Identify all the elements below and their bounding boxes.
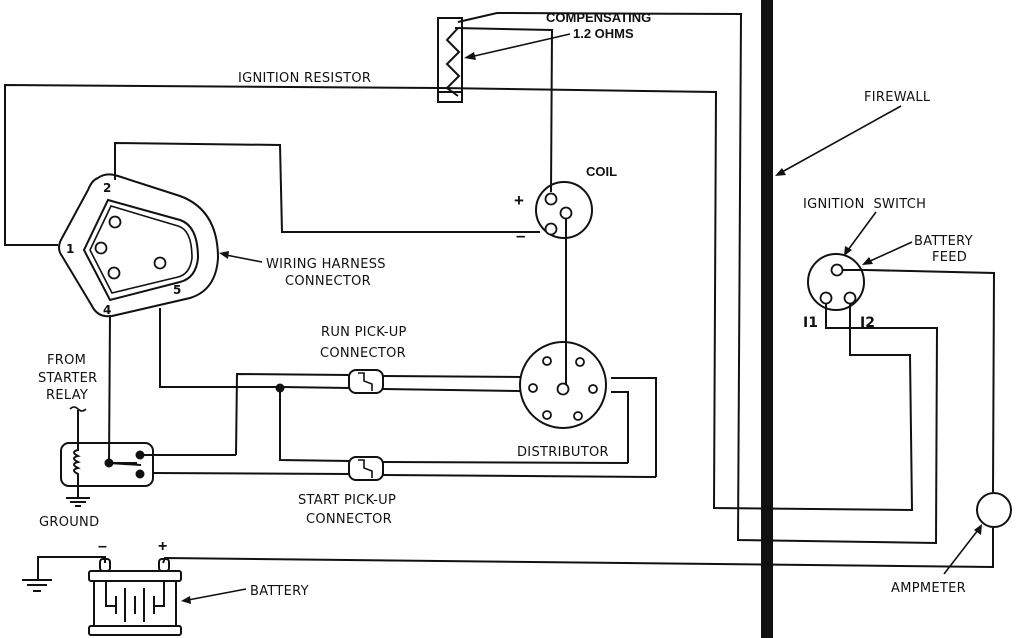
switch-terminal-i1-label: I1: [803, 315, 818, 331]
firewall-pointer-arrow: [775, 105, 902, 176]
coil-plus-label: +: [514, 191, 524, 210]
distributor: [519, 341, 607, 429]
battery-label: BATTERY: [250, 584, 309, 599]
battery-ground-icon: [22, 579, 52, 592]
compensating-resistor: [437, 17, 463, 103]
firewall-label: FIREWALL: [864, 90, 931, 105]
wire-resistor-top: [457, 11, 939, 545]
ignition-resistor-label: IGNITION RESISTOR: [238, 71, 371, 86]
coil-minus-label: –: [516, 226, 525, 245]
from-starter-label-line1: FROM: [47, 353, 86, 368]
ignition-switch: [807, 253, 866, 311]
battery-feed-pointer-arrow: [862, 241, 913, 265]
harness-pointer-arrow: [219, 251, 263, 263]
starter-relay: [60, 442, 154, 487]
wire-pin4-relay: [108, 314, 111, 464]
battery-feed-label-line2: FEED: [932, 250, 967, 265]
compensating-label: COMPENSATING 1.2 OHMS: [464, 10, 651, 60]
start-pickup-label-line1: START PICK-UP: [298, 493, 396, 508]
firewall-bar: [761, 0, 773, 638]
harness-pin-5: 5: [173, 283, 181, 297]
svg-text:COMPENSATING: COMPENSATING: [546, 10, 651, 25]
harness-label-line2: CONNECTOR: [285, 274, 371, 289]
wire-distributor-loop-inner: [611, 391, 629, 463]
wire-ignition-resistor: [4, 83, 914, 512]
switch-terminal-i2-label: I2: [860, 315, 875, 331]
wire-pin5-pickup: [159, 308, 282, 388]
ampmeter-label: AMPMETER: [891, 581, 966, 596]
relay-ground-icon: [66, 497, 90, 507]
harness-pin-4: 4: [103, 303, 111, 317]
wire-coil-negative: [114, 141, 540, 233]
battery-feed-label-line1: BATTERY: [914, 234, 973, 249]
run-pickup-label-line1: RUN PICK-UP: [321, 325, 407, 340]
ignition-switch-label: IGNITION SWITCH: [803, 197, 926, 212]
battery-minus-label: –: [98, 538, 107, 555]
ampmeter-pointer-arrow: [943, 524, 982, 575]
start-pickup-connector: [348, 456, 384, 481]
harness-pin-1: 1: [66, 242, 74, 256]
wire-battery-negative: [37, 556, 106, 580]
battery: [88, 558, 182, 636]
ground-label: GROUND: [39, 515, 99, 530]
wire-distributor-loop-outer: [611, 377, 657, 477]
wire-start-pickup-bottom-right: [382, 474, 657, 478]
wire-junction-start: [279, 389, 351, 462]
harness-label-line1: WIRING HARNESS: [266, 257, 386, 272]
distributor-label: DISTRIBUTOR: [517, 445, 609, 460]
run-pickup-label-line2: CONNECTOR: [320, 346, 406, 361]
from-starter-label-line3: RELAY: [46, 388, 88, 403]
wire-run-pickup-top: [235, 372, 351, 456]
wire-run-pickup-top-right: [382, 375, 521, 378]
wire-compensating-coil: [454, 27, 554, 193]
wire-run-pickup-bottom: [281, 386, 351, 389]
battery-plus-label: +: [158, 538, 167, 555]
ignition-switch-pointer-arrow: [844, 211, 877, 256]
battery-pointer-arrow: [181, 588, 247, 604]
ampmeter: [976, 492, 1012, 528]
wire-start-pickup-bottom: [152, 472, 351, 475]
coil: [535, 181, 593, 239]
from-starter-label-line2: STARTER: [38, 371, 97, 386]
wire-junction-dot: [275, 383, 285, 393]
wire-start-pickup-top-right: [382, 461, 629, 464]
wire-run-pickup-bottom-right: [382, 388, 521, 392]
wiring-harness-connector: [58, 173, 220, 318]
coil-label: COIL: [586, 164, 617, 179]
harness-pin-2: 2: [103, 181, 111, 195]
wire-ampmeter-feed: [845, 269, 996, 493]
svg-text:1.2 OHMS: 1.2 OHMS: [573, 26, 634, 41]
starter-feed-tilde-icon: [69, 406, 87, 412]
start-pickup-label-line2: CONNECTOR: [306, 512, 392, 527]
wire-battery-positive: [162, 528, 994, 569]
run-pickup-connector: [348, 369, 384, 394]
